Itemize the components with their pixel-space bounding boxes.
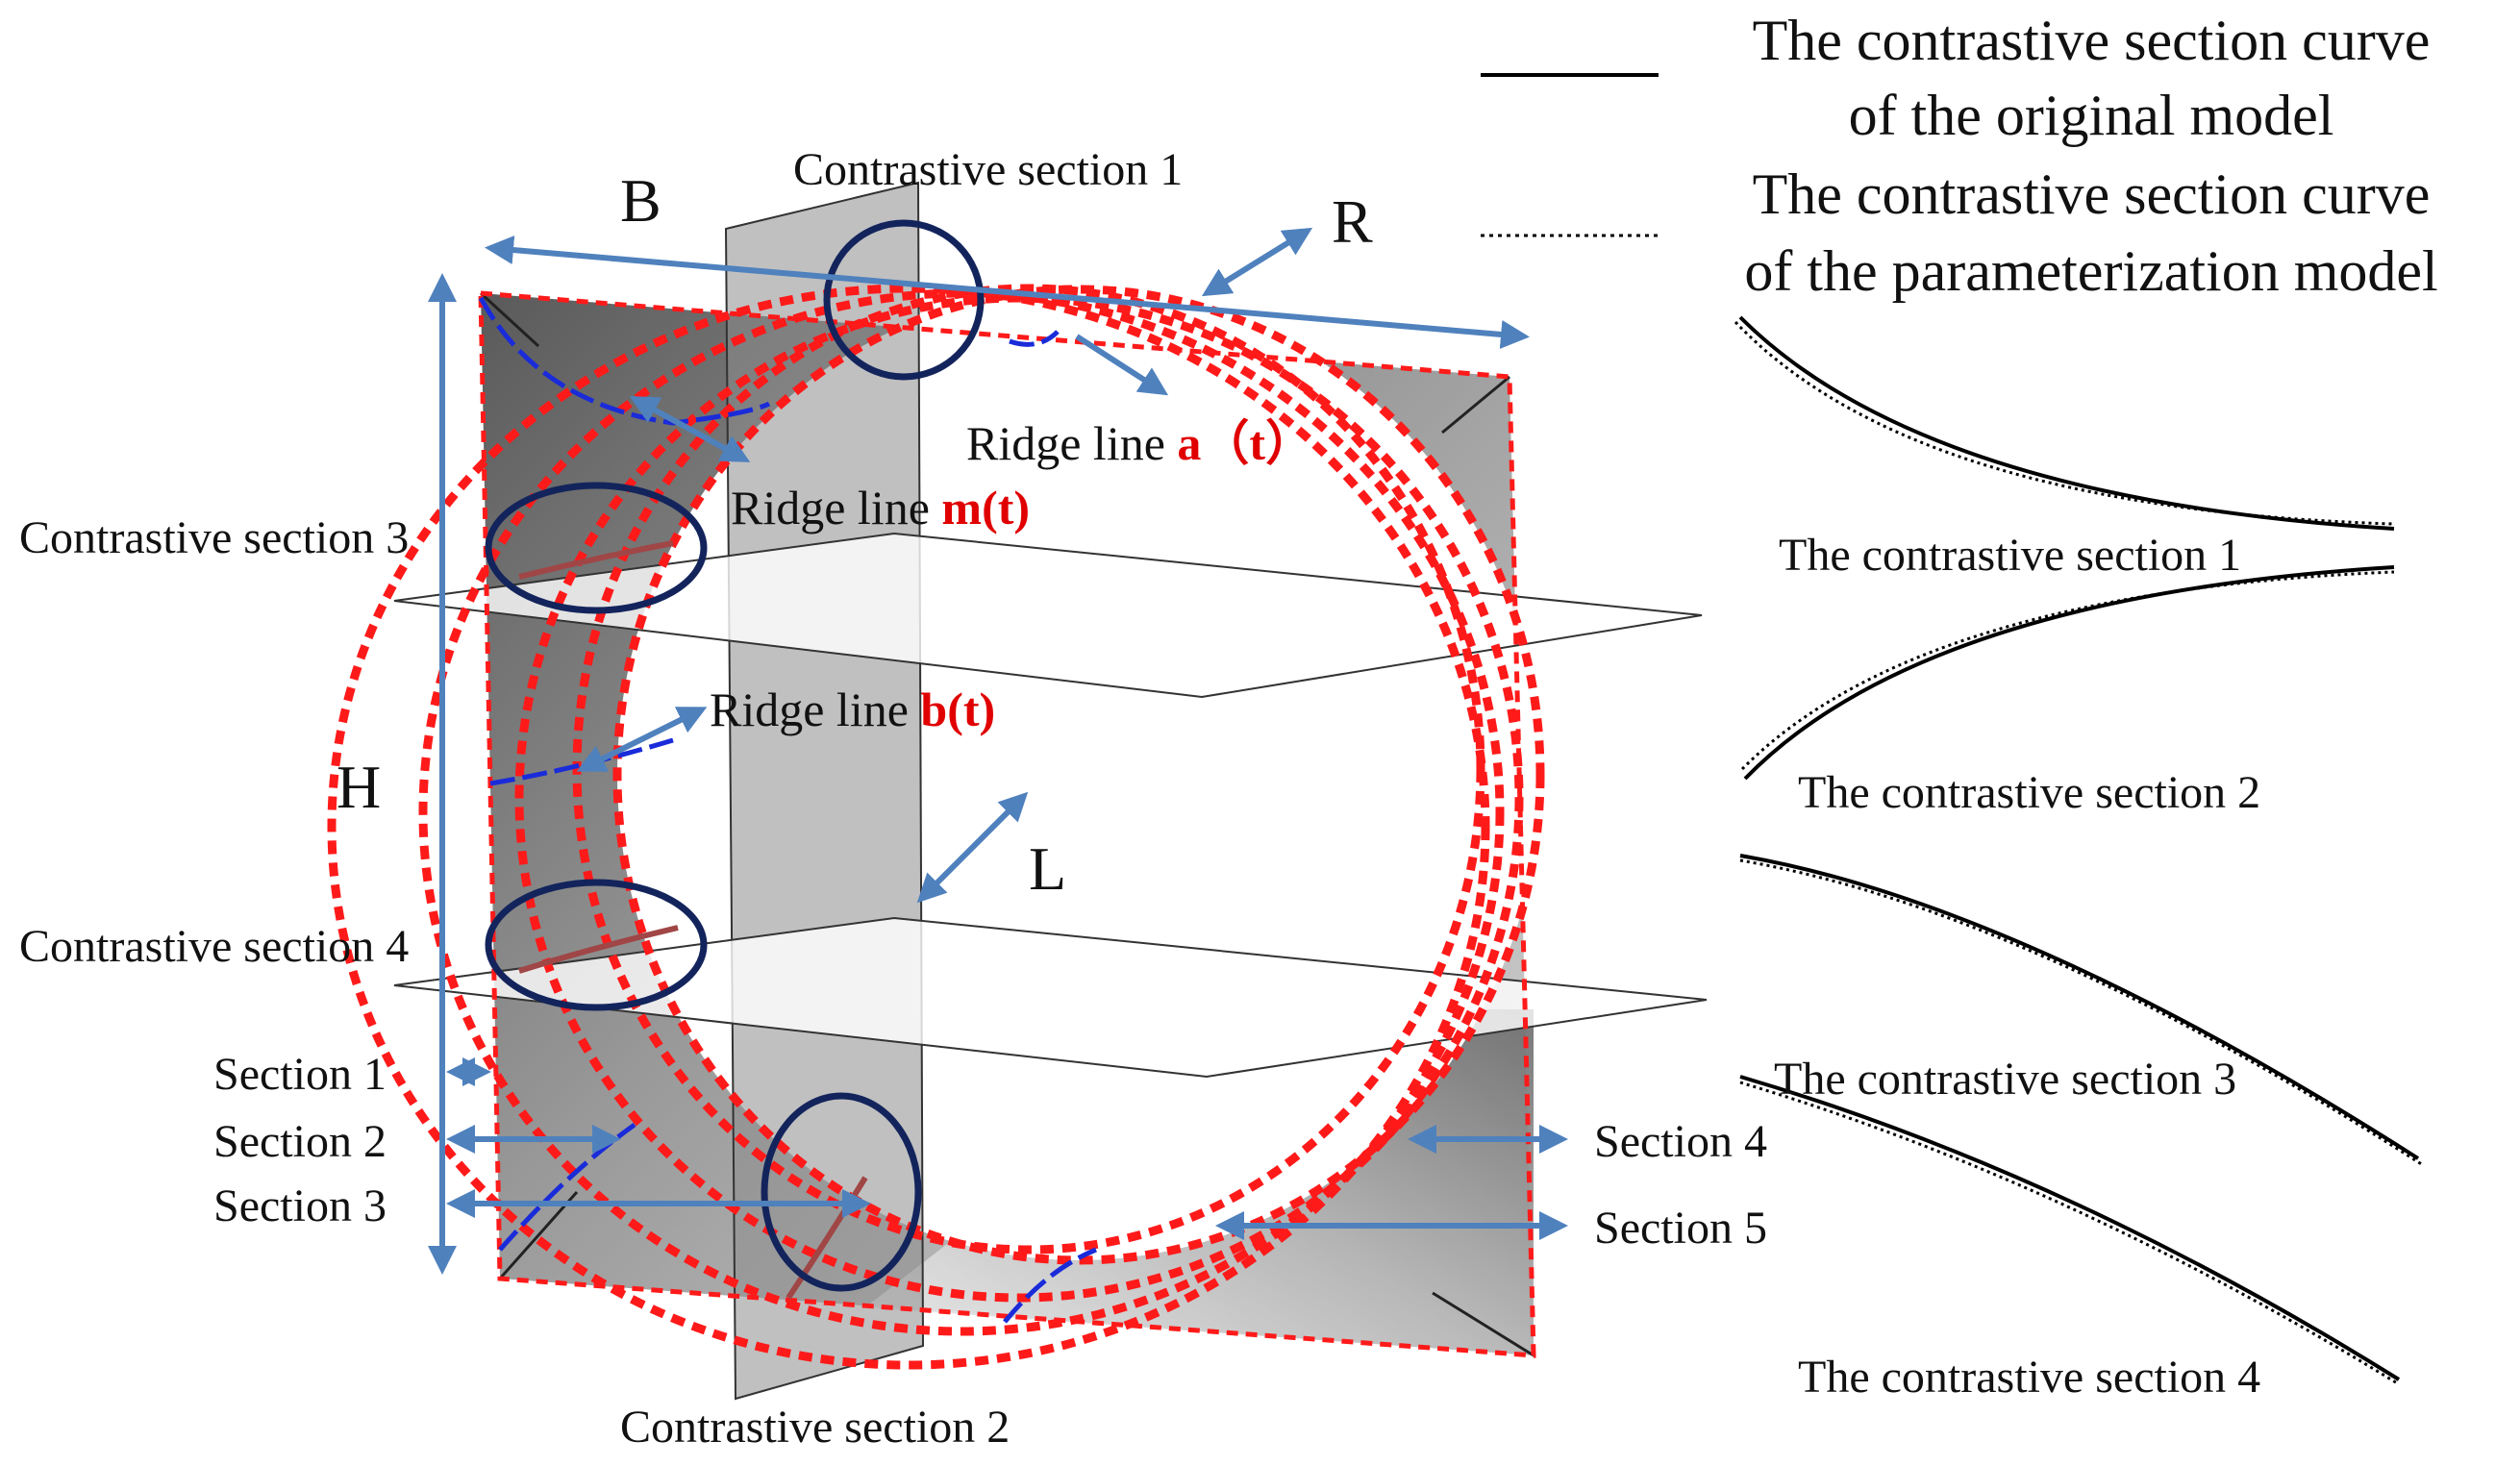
marker-section-4 xyxy=(485,879,708,1011)
label-contrastive-section-2: Contrastive section 2 xyxy=(620,1402,1010,1453)
label-ridge-m: Ridge line m(t) xyxy=(731,481,1030,534)
legend: The contrastive section curve of the ori… xyxy=(1481,9,2438,303)
label-h: H xyxy=(337,753,381,821)
section-curves xyxy=(1734,315,2424,1386)
ridge-m-prefix: Ridge line xyxy=(731,481,941,534)
horizontal-plane-lower xyxy=(393,916,1708,1079)
arrow-ridge-a xyxy=(1075,334,1169,396)
frame-surface-lower-right xyxy=(865,1009,1534,1355)
curve-3-original xyxy=(1739,854,2420,1160)
ridge-b-var: b(t) xyxy=(920,683,995,736)
label-curve-1: The contrastive section 1 xyxy=(1779,530,2241,581)
ridge-a-prefix: Ridge line xyxy=(966,416,1177,470)
model-3d xyxy=(327,181,1708,1401)
arrow-l xyxy=(916,791,1029,904)
horizontal-plane-upper xyxy=(393,532,1703,699)
frame-edges xyxy=(479,291,1534,1357)
curve-1-original xyxy=(1738,315,2395,531)
dashed-frame xyxy=(478,290,1536,1358)
label-ridge-a: Ridge line a（t） xyxy=(966,416,1313,470)
ridge-m-var: m(t) xyxy=(941,481,1030,534)
label-section-2: Section 2 xyxy=(213,1116,387,1167)
legend-dotted-text-1: The contrastive section curve xyxy=(1753,162,2431,226)
legend-solid-text-1: The contrastive section curve xyxy=(1753,9,2431,72)
curve-2-original xyxy=(1743,565,2395,781)
label-ridge-b: Ridge line b(t) xyxy=(710,683,995,736)
label-section-4: Section 4 xyxy=(1594,1116,1767,1167)
dimension-arrows xyxy=(428,227,1568,1275)
ridge-a-var: a（t） xyxy=(1177,416,1313,470)
label-contrastive-section-1: Contrastive section 1 xyxy=(793,144,1183,195)
arrow-ridge-m xyxy=(629,396,751,462)
label-l: L xyxy=(1029,834,1066,903)
legend-solid-text-2: of the original model xyxy=(1849,84,2334,147)
label-section-3: Section 3 xyxy=(213,1180,387,1231)
label-curve-2: The contrastive section 2 xyxy=(1798,767,2260,818)
arrow-b xyxy=(485,236,1530,349)
label-curve-4: The contrastive section 4 xyxy=(1798,1352,2260,1403)
ridge-b-prefix: Ridge line xyxy=(710,683,920,736)
curve-2-param xyxy=(1740,570,2395,771)
curve-4-param xyxy=(1739,1081,2400,1386)
curve-1-param xyxy=(1734,320,2395,526)
label-contrastive-section-3: Contrastive section 3 xyxy=(19,512,409,563)
label-b: B xyxy=(620,166,661,235)
label-contrastive-section-4: Contrastive section 4 xyxy=(19,921,409,972)
marker-section-3 xyxy=(485,482,708,614)
curve-4-original xyxy=(1739,1075,2401,1381)
curve-3-param xyxy=(1739,858,2424,1167)
arrow-ridge-b xyxy=(576,707,708,772)
label-r: R xyxy=(1332,187,1373,256)
label-curve-3: The contrastive section 3 xyxy=(1774,1054,2236,1105)
legend-dotted-text-2: of the parameterization model xyxy=(1744,239,2437,303)
circle-markers xyxy=(485,219,985,1292)
arrow-r xyxy=(1201,227,1313,297)
label-section-5: Section 5 xyxy=(1594,1203,1767,1254)
label-section-1: Section 1 xyxy=(213,1049,387,1100)
